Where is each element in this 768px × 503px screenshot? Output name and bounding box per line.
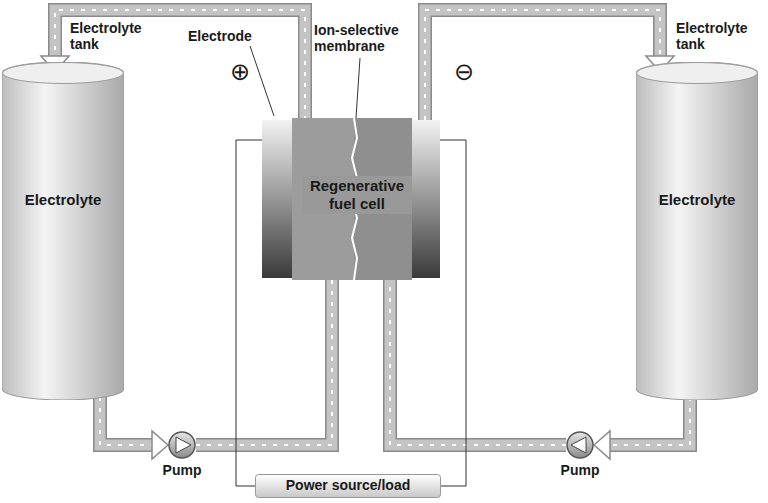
fuel-cell: Regenerative fuel cell: [262, 118, 440, 280]
node-outline: [168, 431, 196, 459]
node-outline: [636, 62, 758, 400]
power-box: Power source/load: [255, 474, 441, 498]
polarity-sign: ⊕: [228, 60, 252, 84]
part-label: Electrolyte tank: [676, 20, 764, 52]
node-text: Electrolyte: [6, 191, 120, 209]
part-label: Electrolyte tank: [70, 20, 160, 52]
electrolyte-pipe: [196, 256, 346, 445]
electrolyte-pipe: [100, 386, 168, 459]
wire: [236, 140, 262, 486]
pump-symbol: Pump: [168, 431, 196, 459]
part-label: Ion-selective membrane: [314, 22, 418, 54]
node-text: Power source/load: [255, 477, 441, 494]
tank-body: Electrolyte: [2, 62, 124, 400]
node-outline: [2, 62, 124, 400]
part-label: Electrode: [188, 28, 258, 44]
node-text: Pump: [154, 462, 210, 479]
arrow-head: [594, 431, 610, 459]
tank-body: Electrolyte: [636, 62, 758, 400]
node-outline: [566, 431, 594, 459]
arrow-head: [152, 431, 168, 459]
polarity-sign: ⊖: [452, 60, 476, 84]
leader-line: [356, 58, 360, 118]
pump-symbol: Pump: [566, 431, 594, 459]
wire: [440, 140, 466, 486]
electrolyte-pipe: [376, 256, 566, 445]
node-text: Pump: [552, 462, 608, 479]
leader-line: [250, 46, 274, 116]
node-text: Regenerative fuel cell: [302, 176, 412, 214]
node-text: Electrolyte: [640, 191, 754, 209]
